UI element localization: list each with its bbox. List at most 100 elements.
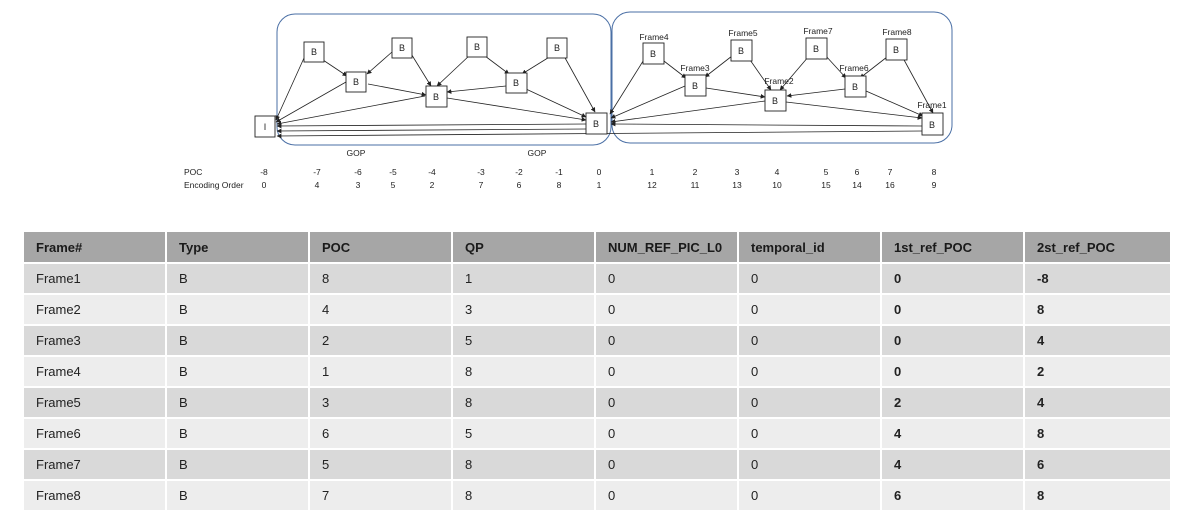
frame-node-b: B — [303, 41, 325, 63]
frame-type-label: B — [852, 82, 858, 92]
table-cell: 0 — [596, 326, 739, 357]
table-cell: 8 — [1025, 419, 1172, 450]
frame-type-label: B — [772, 96, 778, 106]
table-cell: 6 — [310, 419, 453, 450]
poc-value: 7 — [888, 167, 893, 177]
frame-type-label: B — [650, 49, 656, 59]
table-cell: 1 — [310, 357, 453, 388]
frame-type-label: I — [264, 122, 267, 132]
frame-label-frame8: Frame8 — [882, 27, 912, 37]
frame-node-frame7: B — [805, 37, 828, 60]
frame-node-frame6: B — [844, 75, 867, 98]
table-cell: B — [167, 264, 310, 295]
frame-type-label: B — [893, 45, 899, 55]
table-cell: Frame3 — [24, 326, 167, 357]
frame-label-frame1: Frame1 — [917, 100, 947, 110]
table-cell: 2 — [882, 388, 1025, 419]
frame-node-b: B — [425, 85, 448, 108]
frame-node-i: I — [254, 115, 276, 138]
column-header: NUM_REF_PIC_L0 — [596, 232, 739, 264]
encoding-order-value: 13 — [732, 180, 742, 190]
table-cell: 0 — [882, 264, 1025, 295]
table-cell: 5 — [453, 326, 596, 357]
table-cell: Frame7 — [24, 450, 167, 481]
poc-value: 5 — [824, 167, 829, 177]
table-cell: 4 — [1025, 326, 1172, 357]
frame-type-label: B — [311, 47, 317, 57]
column-header: Frame# — [24, 232, 167, 264]
poc-value: 1 — [650, 167, 655, 177]
encoding-order-value: 8 — [557, 180, 562, 190]
frame-label-frame6: Frame6 — [839, 63, 869, 73]
table-cell: 8 — [453, 481, 596, 512]
table-cell: 8 — [453, 450, 596, 481]
column-header: POC — [310, 232, 453, 264]
frame-label-frame5: Frame5 — [728, 28, 758, 38]
frame-type-label: B — [738, 46, 744, 56]
encoding-order-value: 5 — [391, 180, 396, 190]
column-header: QP — [453, 232, 596, 264]
poc-value: 8 — [932, 167, 937, 177]
table-cell: 0 — [739, 264, 882, 295]
table-cell: 7 — [310, 481, 453, 512]
table-cell: B — [167, 388, 310, 419]
poc-value: -5 — [389, 167, 397, 177]
frame-type-label: B — [474, 42, 480, 52]
table-cell: 0 — [596, 481, 739, 512]
encoding-row-label: Encoding Order — [184, 180, 244, 190]
table-cell: Frame1 — [24, 264, 167, 295]
frame-node-b: B — [391, 37, 413, 59]
encoding-order-value: 4 — [315, 180, 320, 190]
table-cell: 5 — [453, 419, 596, 450]
table-cell: 8 — [1025, 481, 1172, 512]
encoding-order-value: 15 — [821, 180, 831, 190]
frame-type-label: B — [399, 43, 405, 53]
table-cell: 6 — [882, 481, 1025, 512]
table-cell: 0 — [739, 326, 882, 357]
frame-node-b: B — [585, 112, 608, 135]
poc-value: 6 — [855, 167, 860, 177]
encoding-order-value: 12 — [647, 180, 657, 190]
table-cell: 0 — [739, 357, 882, 388]
poc-value: -1 — [555, 167, 563, 177]
frame-node-frame5: B — [730, 39, 753, 62]
table-cell: 0 — [739, 419, 882, 450]
poc-value: -2 — [515, 167, 523, 177]
frame-type-label: B — [353, 77, 359, 87]
frame-node-frame2: B — [764, 89, 787, 112]
table-cell: 0 — [882, 357, 1025, 388]
table-cell: 0 — [739, 450, 882, 481]
frame-node-b: B — [546, 37, 568, 59]
table-cell: B — [167, 419, 310, 450]
table-cell: 4 — [882, 419, 1025, 450]
encoding-order-value: 3 — [356, 180, 361, 190]
column-header: 2st_ref_POC — [1025, 232, 1172, 264]
poc-value: -4 — [428, 167, 436, 177]
poc-value: 0 — [597, 167, 602, 177]
frame-type-label: B — [554, 43, 560, 53]
table-cell: Frame8 — [24, 481, 167, 512]
poc-value: -3 — [477, 167, 485, 177]
gop-group-left — [276, 13, 612, 146]
frame-node-frame1: B — [921, 112, 944, 136]
frame-node-frame4: B — [642, 42, 665, 65]
table-cell: Frame6 — [24, 419, 167, 450]
column-header: 1st_ref_POC — [882, 232, 1025, 264]
table-cell: B — [167, 326, 310, 357]
frame-type-label: B — [433, 92, 439, 102]
gop-group-right — [611, 11, 953, 144]
table-cell: 4 — [310, 295, 453, 326]
frame-node-frame3: B — [684, 74, 707, 97]
encoding-order-value: 6 — [517, 180, 522, 190]
table-cell: 1 — [453, 264, 596, 295]
column-header: temporal_id — [739, 232, 882, 264]
